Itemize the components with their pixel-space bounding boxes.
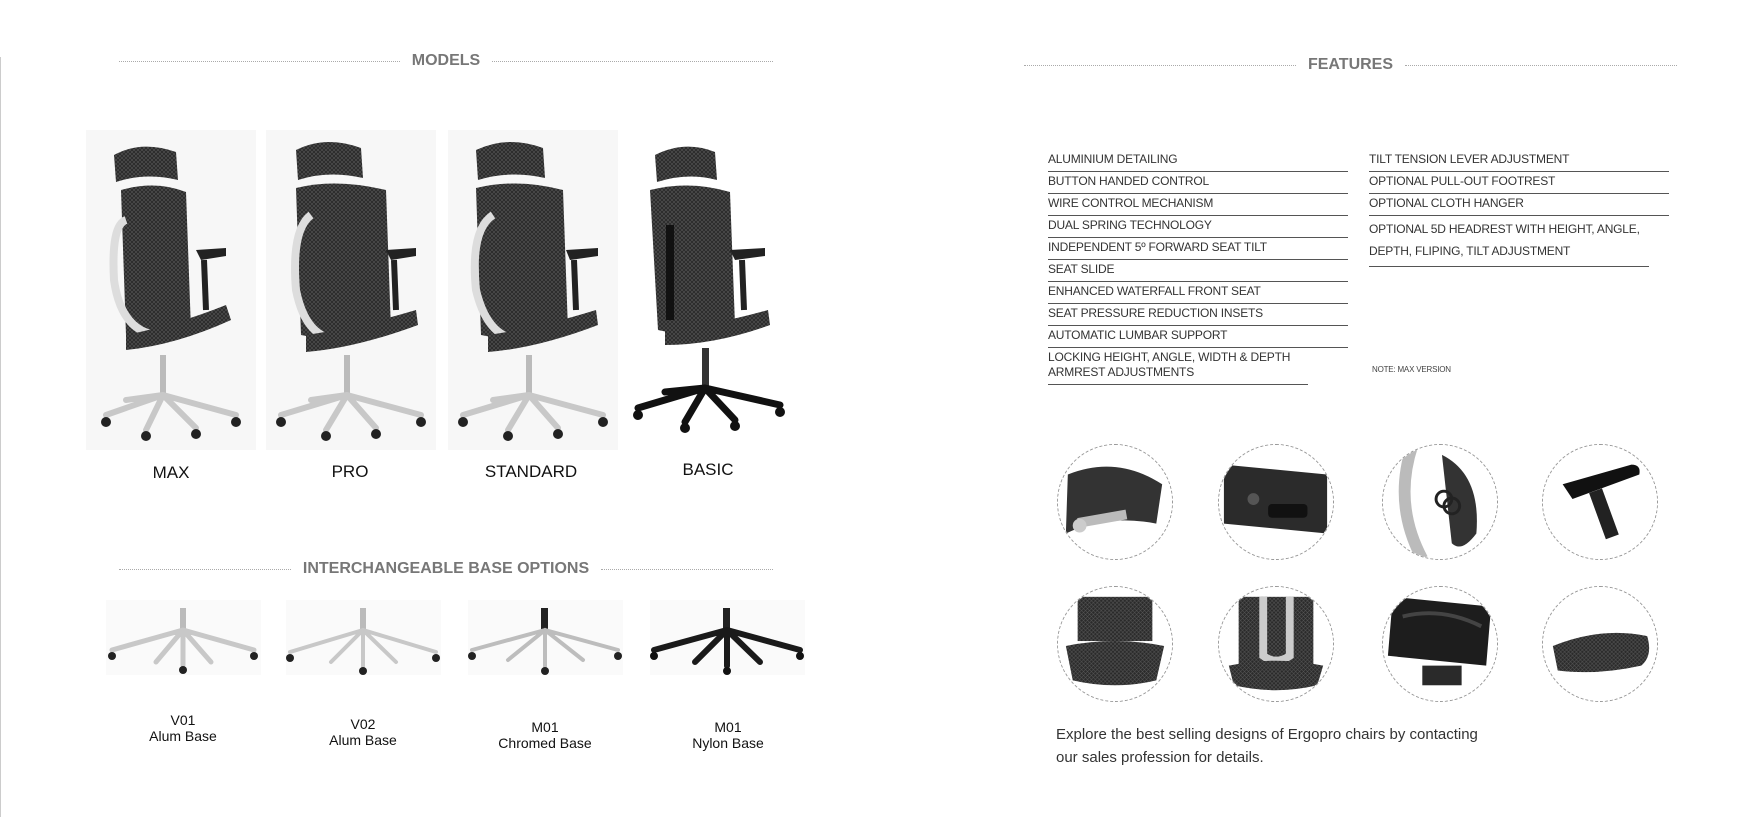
model-name-pro: PRO bbox=[331, 462, 369, 481]
feature-photo-seat-slide bbox=[1382, 586, 1498, 702]
model-card-standard[interactable]: STANDARD bbox=[448, 130, 618, 481]
models-section-title: MODELS bbox=[119, 52, 774, 70]
feature-photo-armrest bbox=[1542, 444, 1658, 560]
model-name-basic: BASIC bbox=[682, 460, 734, 479]
feature-item: LOCKING HEIGHT, ANGLE, WIDTH & DEPTH ARM… bbox=[1048, 348, 1308, 385]
feature-item: INDEPENDENT 5º FORWARD SEAT TILT bbox=[1048, 238, 1348, 260]
title-rule-right bbox=[601, 568, 773, 570]
title-rule-left bbox=[119, 60, 400, 62]
feature-item: WIRE CONTROL MECHANISM bbox=[1048, 194, 1348, 216]
feature-photo-lumbar-support bbox=[1382, 444, 1498, 560]
feature-photo-mechanism bbox=[1057, 444, 1173, 560]
title-rule-right bbox=[492, 60, 774, 62]
feature-item: SEAT PRESSURE REDUCTION INSETS bbox=[1048, 304, 1348, 326]
models-title: MODELS bbox=[411, 52, 481, 69]
features-left-list: ALUMINIUM DETAILING BUTTON HANDED CONTRO… bbox=[1048, 150, 1348, 385]
feature-photo-waterfall-seat bbox=[1542, 586, 1658, 702]
chair-standard-image bbox=[448, 130, 618, 450]
feature-item: OPTIONAL PULL-OUT FOOTREST bbox=[1369, 172, 1669, 194]
title-rule-right bbox=[1405, 64, 1678, 66]
base-desc-1: Alum Base bbox=[149, 728, 217, 744]
features-right-list: TILT TENSION LEVER ADJUSTMENT OPTIONAL P… bbox=[1369, 150, 1669, 267]
model-card-max[interactable]: MAX bbox=[86, 130, 256, 482]
base-code-4: M01 bbox=[714, 719, 742, 735]
base-desc-3: Chromed Base bbox=[498, 735, 592, 751]
feature-item: AUTOMATIC LUMBAR SUPPORT bbox=[1048, 326, 1348, 348]
feature-item: BUTTON HANDED CONTROL bbox=[1048, 172, 1348, 194]
feature-item: ALUMINIUM DETAILING bbox=[1048, 150, 1348, 172]
feature-item: TILT TENSION LEVER ADJUSTMENT bbox=[1369, 150, 1669, 172]
base-m01-nylon-image bbox=[650, 600, 805, 675]
title-rule-left bbox=[1024, 64, 1296, 66]
feature-item: ENHANCED WATERFALL FRONT SEAT bbox=[1048, 282, 1348, 304]
base-desc-2: Alum Base bbox=[329, 732, 397, 748]
base-code-2: V02 bbox=[350, 716, 376, 732]
page-edge bbox=[0, 57, 1, 817]
chair-pro-image bbox=[266, 130, 436, 450]
feature-item: SEAT SLIDE bbox=[1048, 260, 1348, 282]
base-v02-image bbox=[286, 600, 441, 675]
feature-item: DUAL SPRING TECHNOLOGY bbox=[1048, 216, 1348, 238]
feature-item: OPTIONAL CLOTH HANGER bbox=[1369, 194, 1669, 216]
feature-photo-aluminium-frame bbox=[1218, 586, 1334, 702]
base-m01-chromed-image bbox=[468, 600, 623, 675]
model-name-standard: STANDARD bbox=[484, 462, 578, 481]
model-name-max: MAX bbox=[152, 463, 190, 482]
chair-max-image bbox=[86, 130, 256, 450]
bases-section-title: INTERCHANGEABLE BASE OPTIONS bbox=[119, 560, 773, 578]
feature-note: NOTE: MAX VERSION bbox=[1372, 365, 1451, 374]
bases-title: INTERCHANGEABLE BASE OPTIONS bbox=[302, 560, 590, 577]
feature-photo-mesh-seat bbox=[1057, 586, 1173, 702]
feature-item: OPTIONAL 5D HEADREST WITH HEIGHT, ANGLE,… bbox=[1369, 216, 1649, 267]
explore-description: Explore the best selling designs of Ergo… bbox=[1056, 726, 1478, 766]
base-desc-4: Nylon Base bbox=[692, 735, 764, 751]
model-card-pro[interactable]: PRO bbox=[266, 130, 436, 481]
model-card-basic[interactable]: BASIC bbox=[630, 130, 800, 479]
title-rule-left bbox=[119, 568, 291, 570]
feature-photo-button-control bbox=[1218, 444, 1334, 560]
base-v01-image bbox=[106, 600, 261, 675]
base-code-3: M01 bbox=[531, 719, 559, 735]
features-section-title: FEATURES bbox=[1024, 56, 1678, 74]
chair-basic-image bbox=[630, 130, 800, 450]
features-title: FEATURES bbox=[1307, 56, 1394, 73]
base-code-1: V01 bbox=[170, 712, 196, 728]
